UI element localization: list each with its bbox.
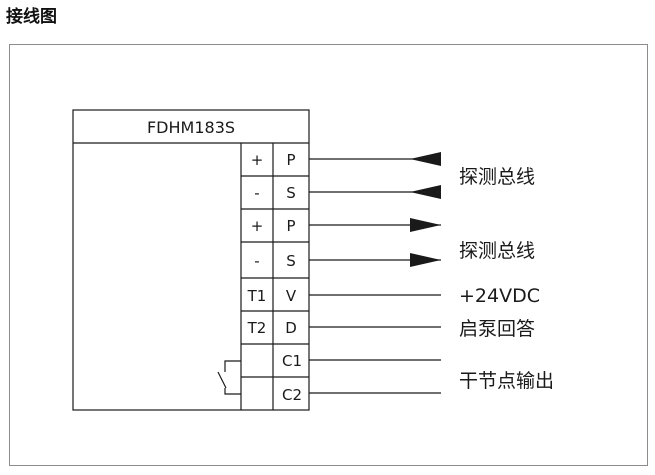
terminal-1-left-label: + [251,151,264,169]
terminal-2-left-label: - [254,184,259,202]
terminal-2-right-label: S [286,184,296,202]
terminal-row-dividers [241,175,309,378]
device-model: FDHM183S [147,118,235,137]
diagram-heading: 接线图 [6,7,57,27]
terminal-5-left-label: T1 [247,287,267,305]
arrow-in-icon [410,185,441,199]
terminal-6-right-label: D [285,319,297,337]
feedback-label: 启泵回答 [459,318,535,340]
terminal-3-left-label: + [251,217,264,235]
bus-out-label: 探测总线 [459,240,535,262]
terminal-8-right-label: C2 [282,386,302,404]
terminal-6-left-label: T2 [247,319,267,337]
terminal-1-right-label: P [286,151,295,169]
dry-contact-switch-icon [217,360,241,395]
arrow-out-icon [410,218,441,232]
terminal-3-right-label: P [286,217,295,235]
arrow-out-icon [410,253,441,267]
terminal-4-right-label: S [286,252,296,270]
bus-in-label: 探测总线 [459,166,535,188]
diagram-frame [9,44,648,466]
terminal-4-left-label: - [254,252,259,270]
terminal-7-right-label: C1 [282,352,302,370]
power-label: +24VDC [459,285,540,307]
arrow-in-icon [410,152,441,166]
terminal-5-right-label: V [286,287,297,305]
contact-output-label: 干节点输出 [459,370,554,392]
